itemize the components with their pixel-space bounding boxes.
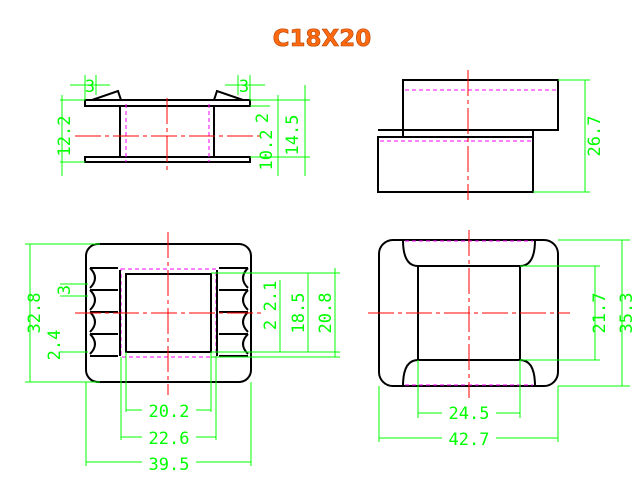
dim-overall-height: 14.5 bbox=[283, 115, 303, 156]
dim-pitch-top: 3 bbox=[55, 285, 75, 295]
dim-pitch-bottom: 2.4 bbox=[45, 330, 65, 361]
dim-top-window-height: 21.7 bbox=[590, 293, 610, 334]
dim-right-pitch-1: 2.1 bbox=[261, 281, 281, 312]
front-view: 32.8 3 2.4 2.1 2 18.5 20.8 20.2 22.6 39.… bbox=[25, 232, 340, 475]
dim-top-overall-width: 42.7 bbox=[449, 430, 490, 450]
left-tab bbox=[91, 89, 122, 101]
dim-front-overall-height: 32.8 bbox=[25, 293, 45, 334]
top-view: 21.7 35.3 24.5 42.7 bbox=[368, 230, 637, 450]
dim-height-left: 12.2 bbox=[55, 116, 75, 157]
right-tab bbox=[213, 89, 244, 101]
dim-right-tab: 3 bbox=[239, 77, 249, 97]
dim-core-height: 10.2 bbox=[257, 130, 277, 171]
dim-end-height: 26.7 bbox=[585, 116, 605, 157]
right-pins bbox=[219, 267, 249, 357]
dim-tab-gap: 2 bbox=[253, 113, 273, 123]
dim-flange-height: 20.8 bbox=[316, 293, 336, 334]
dim-top-overall-height: 35.3 bbox=[617, 293, 637, 334]
side-view: 3 3 12.2 2 10.2 14.5 bbox=[55, 75, 310, 176]
dim-window-width: 20.2 bbox=[149, 402, 190, 422]
dim-right-pitch-2: 2 bbox=[261, 320, 281, 330]
left-pins bbox=[89, 267, 118, 357]
end-view: 26.7 bbox=[377, 70, 605, 200]
dim-inner-height: 18.5 bbox=[289, 293, 309, 334]
dim-left-tab: 3 bbox=[85, 77, 95, 97]
dim-front-overall-width: 39.5 bbox=[149, 455, 190, 475]
drawing-title: C18X20 bbox=[273, 26, 372, 52]
dim-flange-width: 22.6 bbox=[149, 429, 190, 449]
dim-top-window-width: 24.5 bbox=[449, 404, 490, 424]
